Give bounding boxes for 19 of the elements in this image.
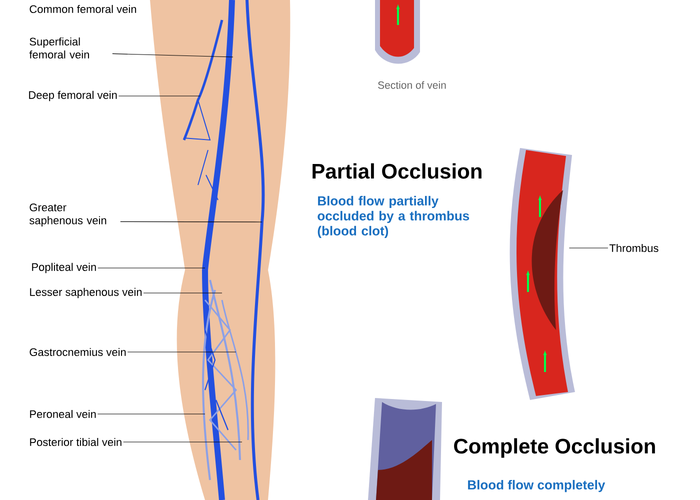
vein-label: Lesser saphenous vein [30,288,142,298]
description: Blood flow partially occluded by a thrombus (blood clot) [318,196,470,238]
vein-label: Posterior tibial vein [30,438,122,446]
partial-occlusion-drawing [510,148,575,400]
leader-line [120,221,262,222]
leader-line [143,292,222,294]
description: Blood flow completely [468,480,606,492]
vein-label: Deep femoral vein [29,90,117,102]
vein-label: Popliteal vein [32,262,96,274]
vein-label: Superficial femoral vein [29,37,89,59]
vein-label: Common femoral vein [30,4,136,14]
vein-label: Thrombus [609,244,658,252]
heading: Complete Occlusion [454,438,655,458]
heading: Partial Occlusion [312,163,482,179]
vein-label: Greater saphenous vein [30,204,106,226]
caption: Section of vein [378,81,446,89]
leader-line [112,53,234,58]
vein-label: Gastrocnemius vein [30,348,126,356]
vein-label: Peroneal vein [30,410,96,418]
